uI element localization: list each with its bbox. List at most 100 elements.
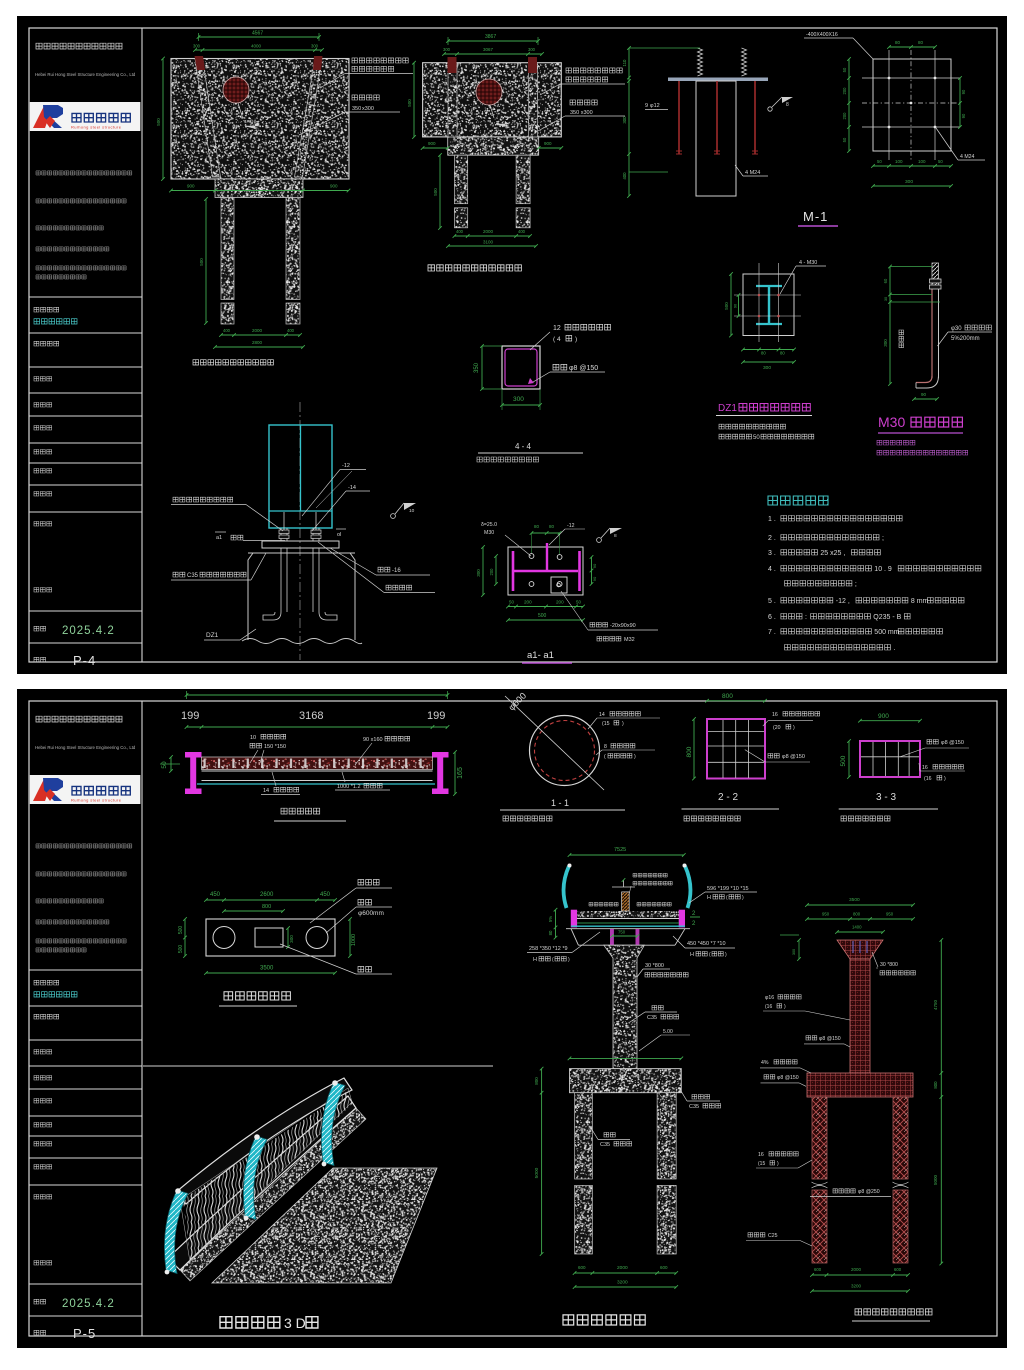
svg-text:2: 2 [692, 911, 696, 917]
svg-text:80: 80 [534, 524, 540, 529]
svg-text:400: 400 [518, 229, 526, 234]
svg-text:Ruihong steel structure: Ruihong steel structure [71, 125, 122, 130]
svg-text:950: 950 [886, 912, 894, 917]
svg-text:2600: 2600 [260, 892, 274, 898]
svg-text:300: 300 [289, 935, 294, 943]
svg-text:H: H [707, 895, 711, 901]
svg-text:(20: (20 [773, 725, 781, 731]
svg-text:4 - 4: 4 - 4 [515, 442, 532, 451]
svg-text:50: 50 [938, 159, 943, 164]
svg-text:100: 100 [895, 159, 903, 164]
svg-text::: : [826, 496, 829, 508]
svg-text:800: 800 [686, 746, 693, 757]
svg-text:(: ( [552, 957, 554, 963]
svg-text:90: 90 [961, 89, 966, 94]
svg-text:φ8 @250: φ8 @250 [858, 1189, 880, 1195]
svg-text:2000: 2000 [252, 328, 263, 333]
svg-text:80: 80 [761, 351, 766, 356]
svg-text:450: 450 [320, 892, 331, 898]
svg-text:16: 16 [758, 1152, 764, 1158]
svg-text:300: 300 [792, 949, 796, 955]
svg-text:H: H [690, 952, 694, 958]
svg-text:80: 80 [895, 40, 901, 45]
svg-text:60: 60 [883, 278, 888, 283]
svg-text:10: 10 [250, 735, 256, 741]
svg-text:2025.4.2: 2025.4.2 [62, 625, 115, 637]
svg-text:a1- a1: a1- a1 [527, 650, 554, 661]
svg-text:): ) [784, 1004, 786, 1010]
svg-text:596 *199 *10 *15: 596 *199 *10 *15 [707, 886, 749, 892]
svg-text:9: 9 [645, 103, 648, 109]
svg-text:): ) [575, 336, 577, 343]
svg-text:14: 14 [263, 788, 269, 794]
svg-text:300: 300 [193, 44, 201, 49]
svg-text:8: 8 [604, 744, 607, 750]
svg-text:DZ1: DZ1 [206, 632, 219, 639]
svg-text:110: 110 [622, 59, 627, 66]
svg-text:5.00: 5.00 [663, 1029, 673, 1035]
svg-text:50: 50 [509, 600, 514, 605]
svg-text:3500: 3500 [849, 897, 860, 903]
svg-text:M30: M30 [484, 530, 494, 536]
svg-text:300: 300 [528, 47, 536, 52]
svg-text:3200: 3200 [851, 1284, 862, 1289]
svg-text:500: 500 [178, 945, 184, 954]
svg-text:4%: 4% [761, 1060, 769, 1066]
svg-text:350: 350 [352, 106, 361, 112]
svg-text:): ) [725, 952, 727, 958]
svg-text:M32: M32 [624, 637, 635, 643]
svg-text:500: 500 [156, 118, 161, 126]
svg-text:4750: 4750 [933, 999, 938, 1010]
svg-text:300: 300 [622, 116, 627, 124]
svg-text:300: 300 [443, 47, 451, 52]
svg-text:50: 50 [576, 600, 581, 605]
svg-text:4000: 4000 [251, 44, 262, 49]
svg-text:3168: 3168 [299, 710, 323, 722]
svg-text:): ) [944, 776, 946, 782]
svg-text:P-4: P-4 [73, 653, 96, 668]
svg-text:4 .: 4 . [768, 566, 776, 573]
svg-text:900: 900 [878, 713, 889, 720]
svg-text:400: 400 [456, 229, 464, 234]
svg-text:2800: 2800 [252, 340, 263, 345]
svg-text:400: 400 [287, 328, 295, 333]
svg-text:4#@8: 4#@8 [244, 119, 257, 124]
svg-text:900: 900 [428, 141, 436, 146]
svg-text:-14: -14 [348, 485, 356, 491]
svg-text:90: 90 [921, 392, 927, 397]
svg-text:450 *450 *7 *10: 450 *450 *7 *10 [687, 941, 726, 947]
svg-text:(15: (15 [602, 721, 610, 727]
svg-text:1000: 1000 [351, 934, 357, 946]
svg-text:2025.4.2: 2025.4.2 [62, 1298, 115, 1310]
svg-text:50: 50 [842, 67, 847, 72]
svg-text:30 *800: 30 *800 [645, 963, 664, 969]
svg-text:2000: 2000 [851, 1267, 862, 1272]
svg-text:25 x25 ,: 25 x25 , [820, 550, 845, 557]
svg-text:199: 199 [181, 710, 199, 722]
svg-text:3100: 3100 [483, 240, 494, 245]
svg-text:Hebei Rui Hong Steel Structure: Hebei Rui Hong Steel Structure Engineeri… [35, 72, 136, 77]
svg-text:500 mm: 500 mm [874, 629, 899, 636]
svg-text:150 *150: 150 *150 [264, 744, 286, 750]
svg-text:350 x300: 350 x300 [570, 110, 593, 116]
svg-text:): ) [777, 1161, 779, 1167]
svg-text:C35: C35 [600, 1142, 610, 1148]
svg-text:5000: 5000 [534, 1167, 540, 1178]
svg-text:500: 500 [840, 755, 847, 766]
svg-text:750: 750 [618, 930, 626, 935]
svg-text:): ) [742, 895, 744, 901]
svg-text:φ8 @150: φ8 @150 [569, 365, 598, 372]
svg-text:2 .: 2 . [768, 535, 776, 542]
svg-text:x300: x300 [362, 106, 374, 112]
svg-text:8: 8 [614, 533, 617, 539]
svg-text:800: 800 [853, 912, 861, 917]
svg-text:DZ1: DZ1 [718, 403, 737, 414]
svg-text:δ=25.0: δ=25.0 [481, 522, 497, 528]
svg-text:5%200mm: 5%200mm [951, 336, 980, 342]
svg-text:8: 8 [786, 102, 789, 108]
svg-text:50: 50 [877, 159, 882, 164]
svg-text:300: 300 [905, 179, 913, 185]
svg-text:16: 16 [922, 765, 928, 771]
svg-text:3500: 3500 [260, 966, 274, 972]
svg-text:600: 600 [894, 1267, 902, 1272]
